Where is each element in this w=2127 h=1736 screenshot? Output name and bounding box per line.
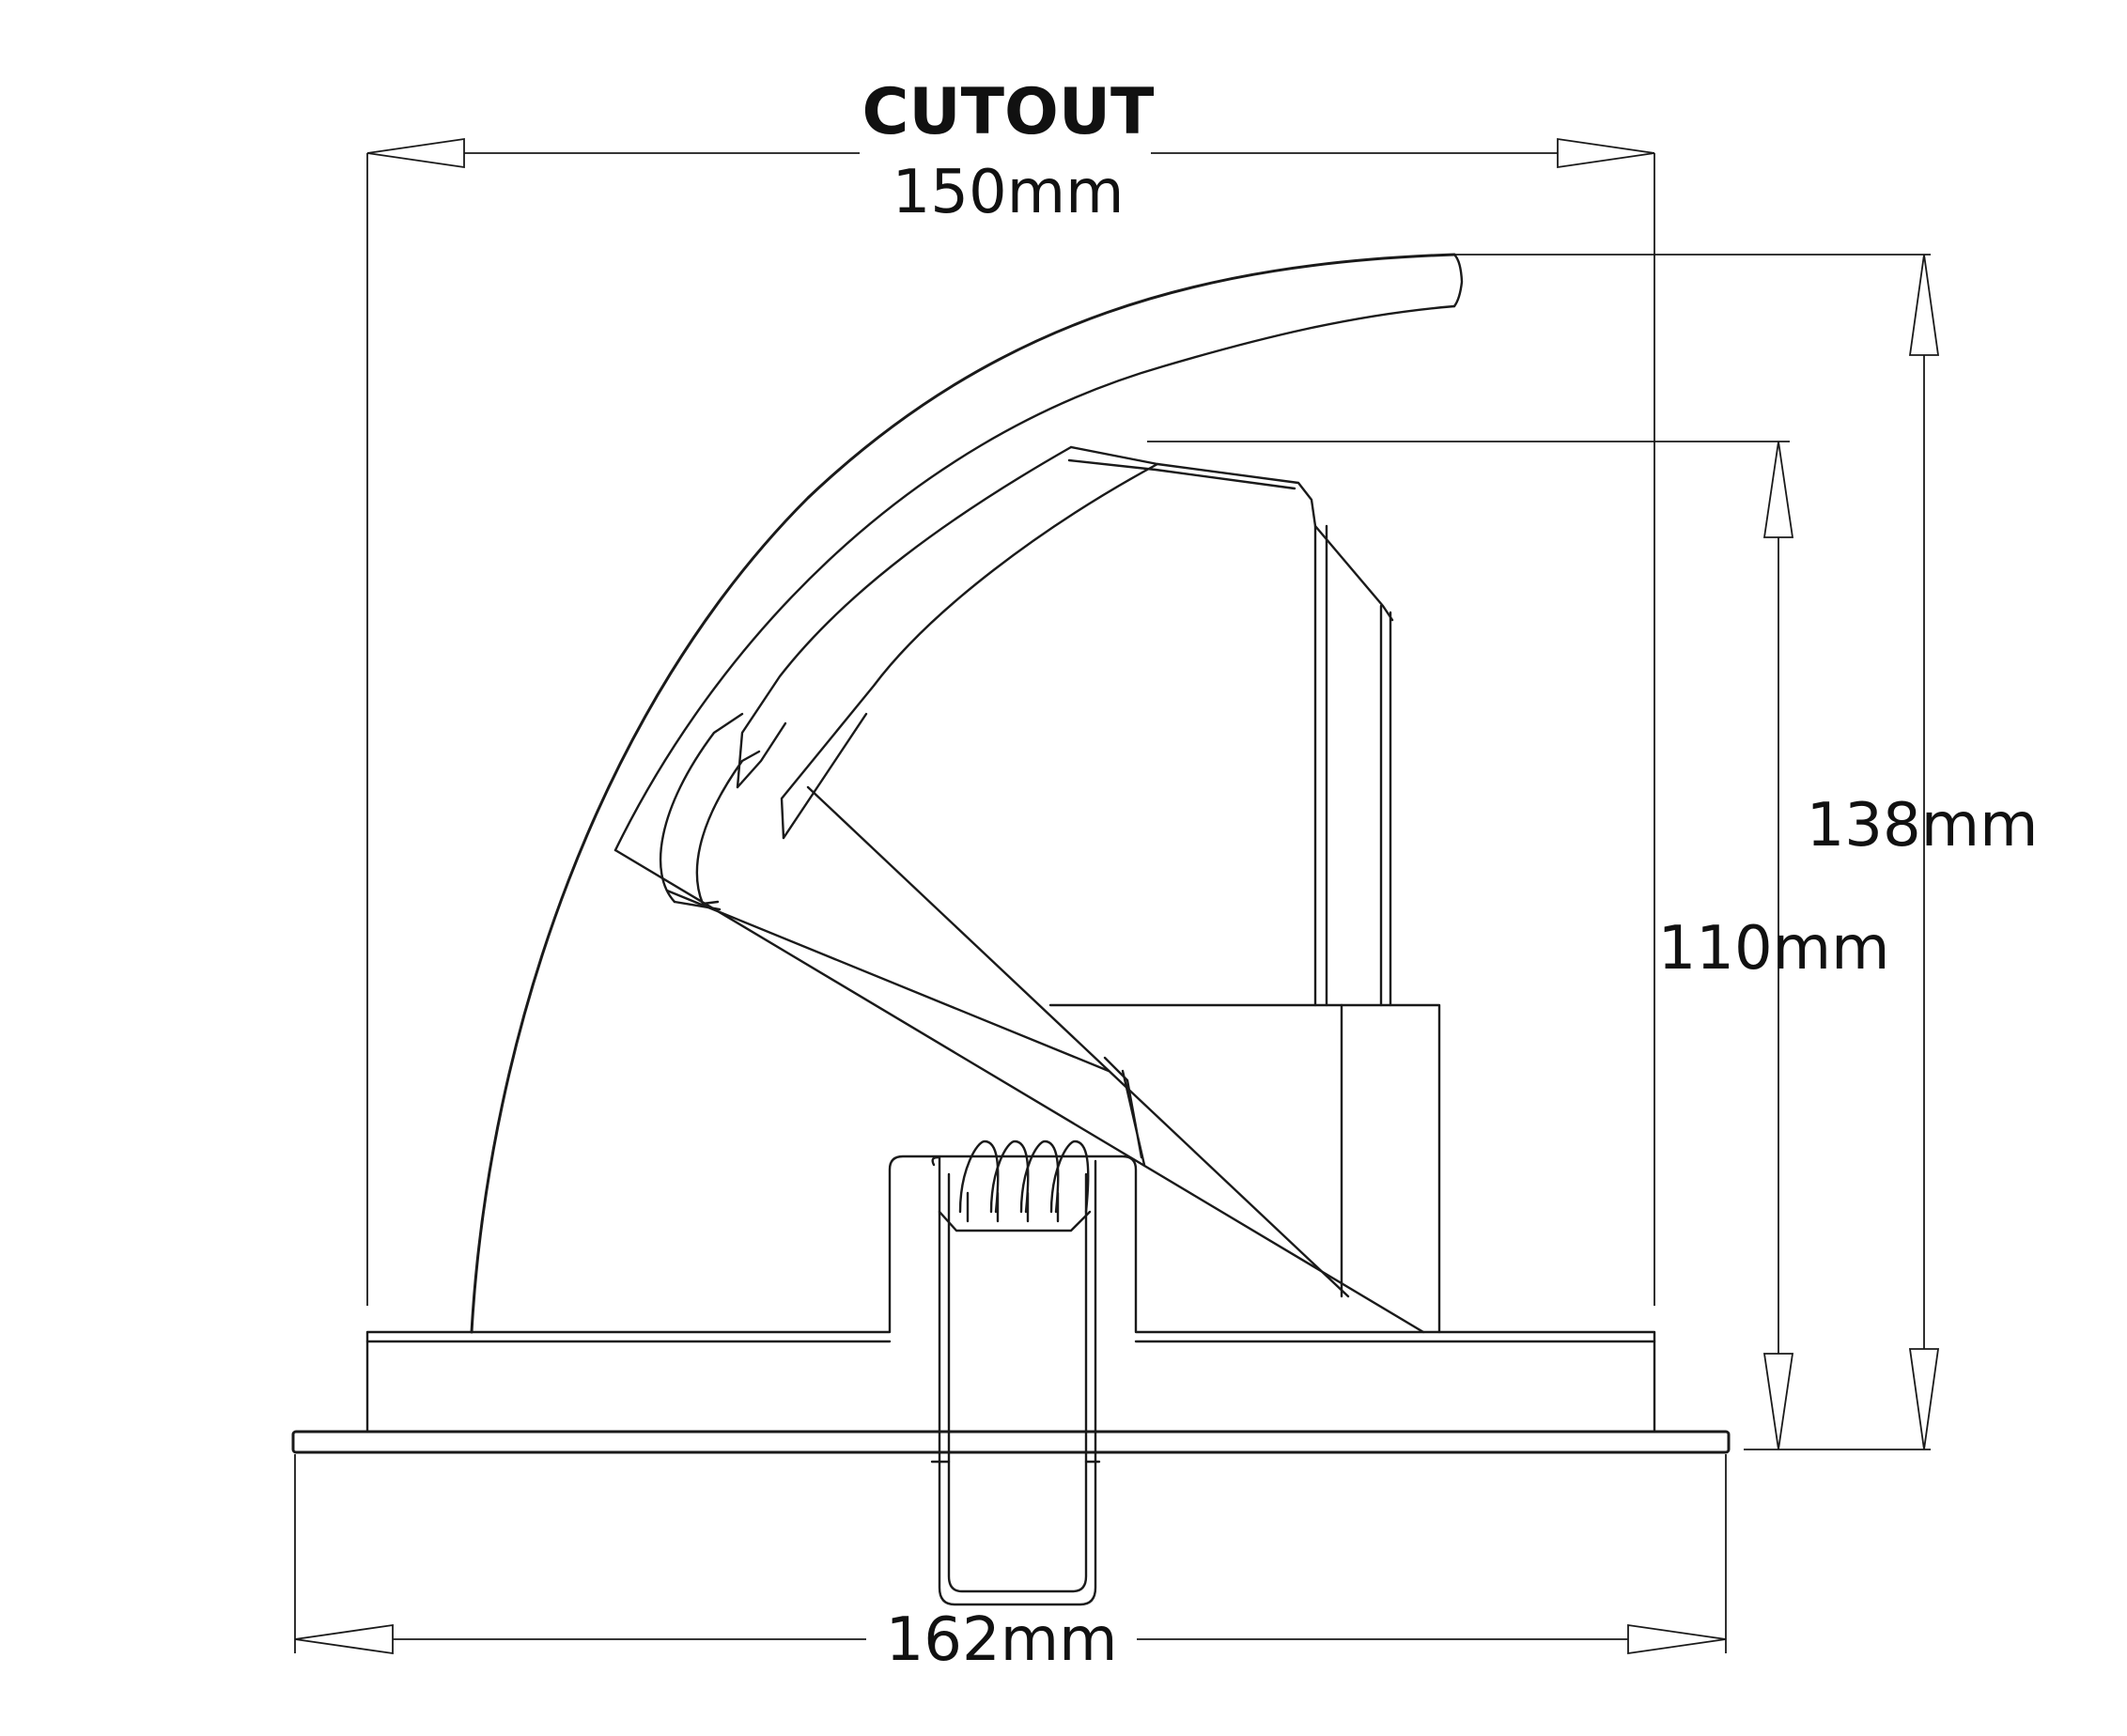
arm-pivot-line [665, 889, 1110, 1073]
spring-coil-base [938, 1210, 1092, 1232]
recessed-height-dimension: 110mm [1147, 441, 1890, 1450]
flange-trim [291, 1155, 1731, 1454]
driver-box [1048, 1003, 1441, 1334]
flange-plate [291, 1430, 1731, 1454]
recessed-height-arrow-top [1762, 441, 1794, 538]
cutout-dimension: CUTOUT 150mm [366, 75, 1655, 1306]
recessed-height-label: 110mm [1658, 914, 1890, 984]
housing-top-plate-inner [1067, 458, 1296, 490]
cutout-title: CUTOUT [862, 75, 1156, 149]
spring-coil-3 [1019, 1139, 1060, 1214]
shroud-inner-curve [613, 304, 1456, 852]
overall-height-dimension: 138mm [1454, 254, 2039, 1450]
reflector-rim-left [736, 721, 787, 789]
spring-coil-2 [989, 1139, 1030, 1214]
overall-height-arrow-bottom [1908, 1348, 1940, 1450]
overall-width-dimension: 162mm [294, 1454, 1727, 1675]
cutout-arrow-right [1557, 137, 1655, 169]
reflector-rim-right [782, 712, 868, 840]
shroud-lip-curve-inner [695, 750, 761, 906]
overall-width-label: 162mm [886, 1605, 1118, 1675]
lamp-housing [736, 445, 1441, 1334]
spring-clip [930, 1139, 1101, 1606]
overall-height-arrow-top [1908, 254, 1940, 356]
housing-top-plate [1069, 445, 1394, 622]
gimbal-arms [613, 785, 1425, 1334]
arm-lower [613, 848, 1425, 1334]
arm-pivot-block [1103, 1056, 1146, 1167]
cutout-arrow-left [366, 137, 465, 169]
recessed-height-arrow-bottom [1762, 1353, 1794, 1450]
gimbal-shroud [470, 253, 1464, 1334]
arm-upper [806, 785, 1350, 1298]
spring-clip-inner [947, 1172, 1088, 1593]
overall-width-arrow-right [1627, 1623, 1727, 1655]
reflector-inner-edge [780, 462, 1159, 840]
overall-width-arrow-left [294, 1623, 394, 1655]
cutout-width-label: 150mm [893, 158, 1125, 227]
reflector-outer-edge [736, 445, 1073, 789]
spring-coil-4 [1049, 1139, 1090, 1214]
overall-height-label: 138mm [1807, 791, 2039, 860]
shroud-tip [1452, 253, 1464, 308]
shroud-lip-curve [659, 712, 744, 904]
shroud-outer-curve [470, 253, 1456, 1334]
spring-coil-1 [958, 1139, 1000, 1214]
spring-clip-outer [931, 1155, 1097, 1606]
trim-ring-body [365, 1155, 1656, 1434]
